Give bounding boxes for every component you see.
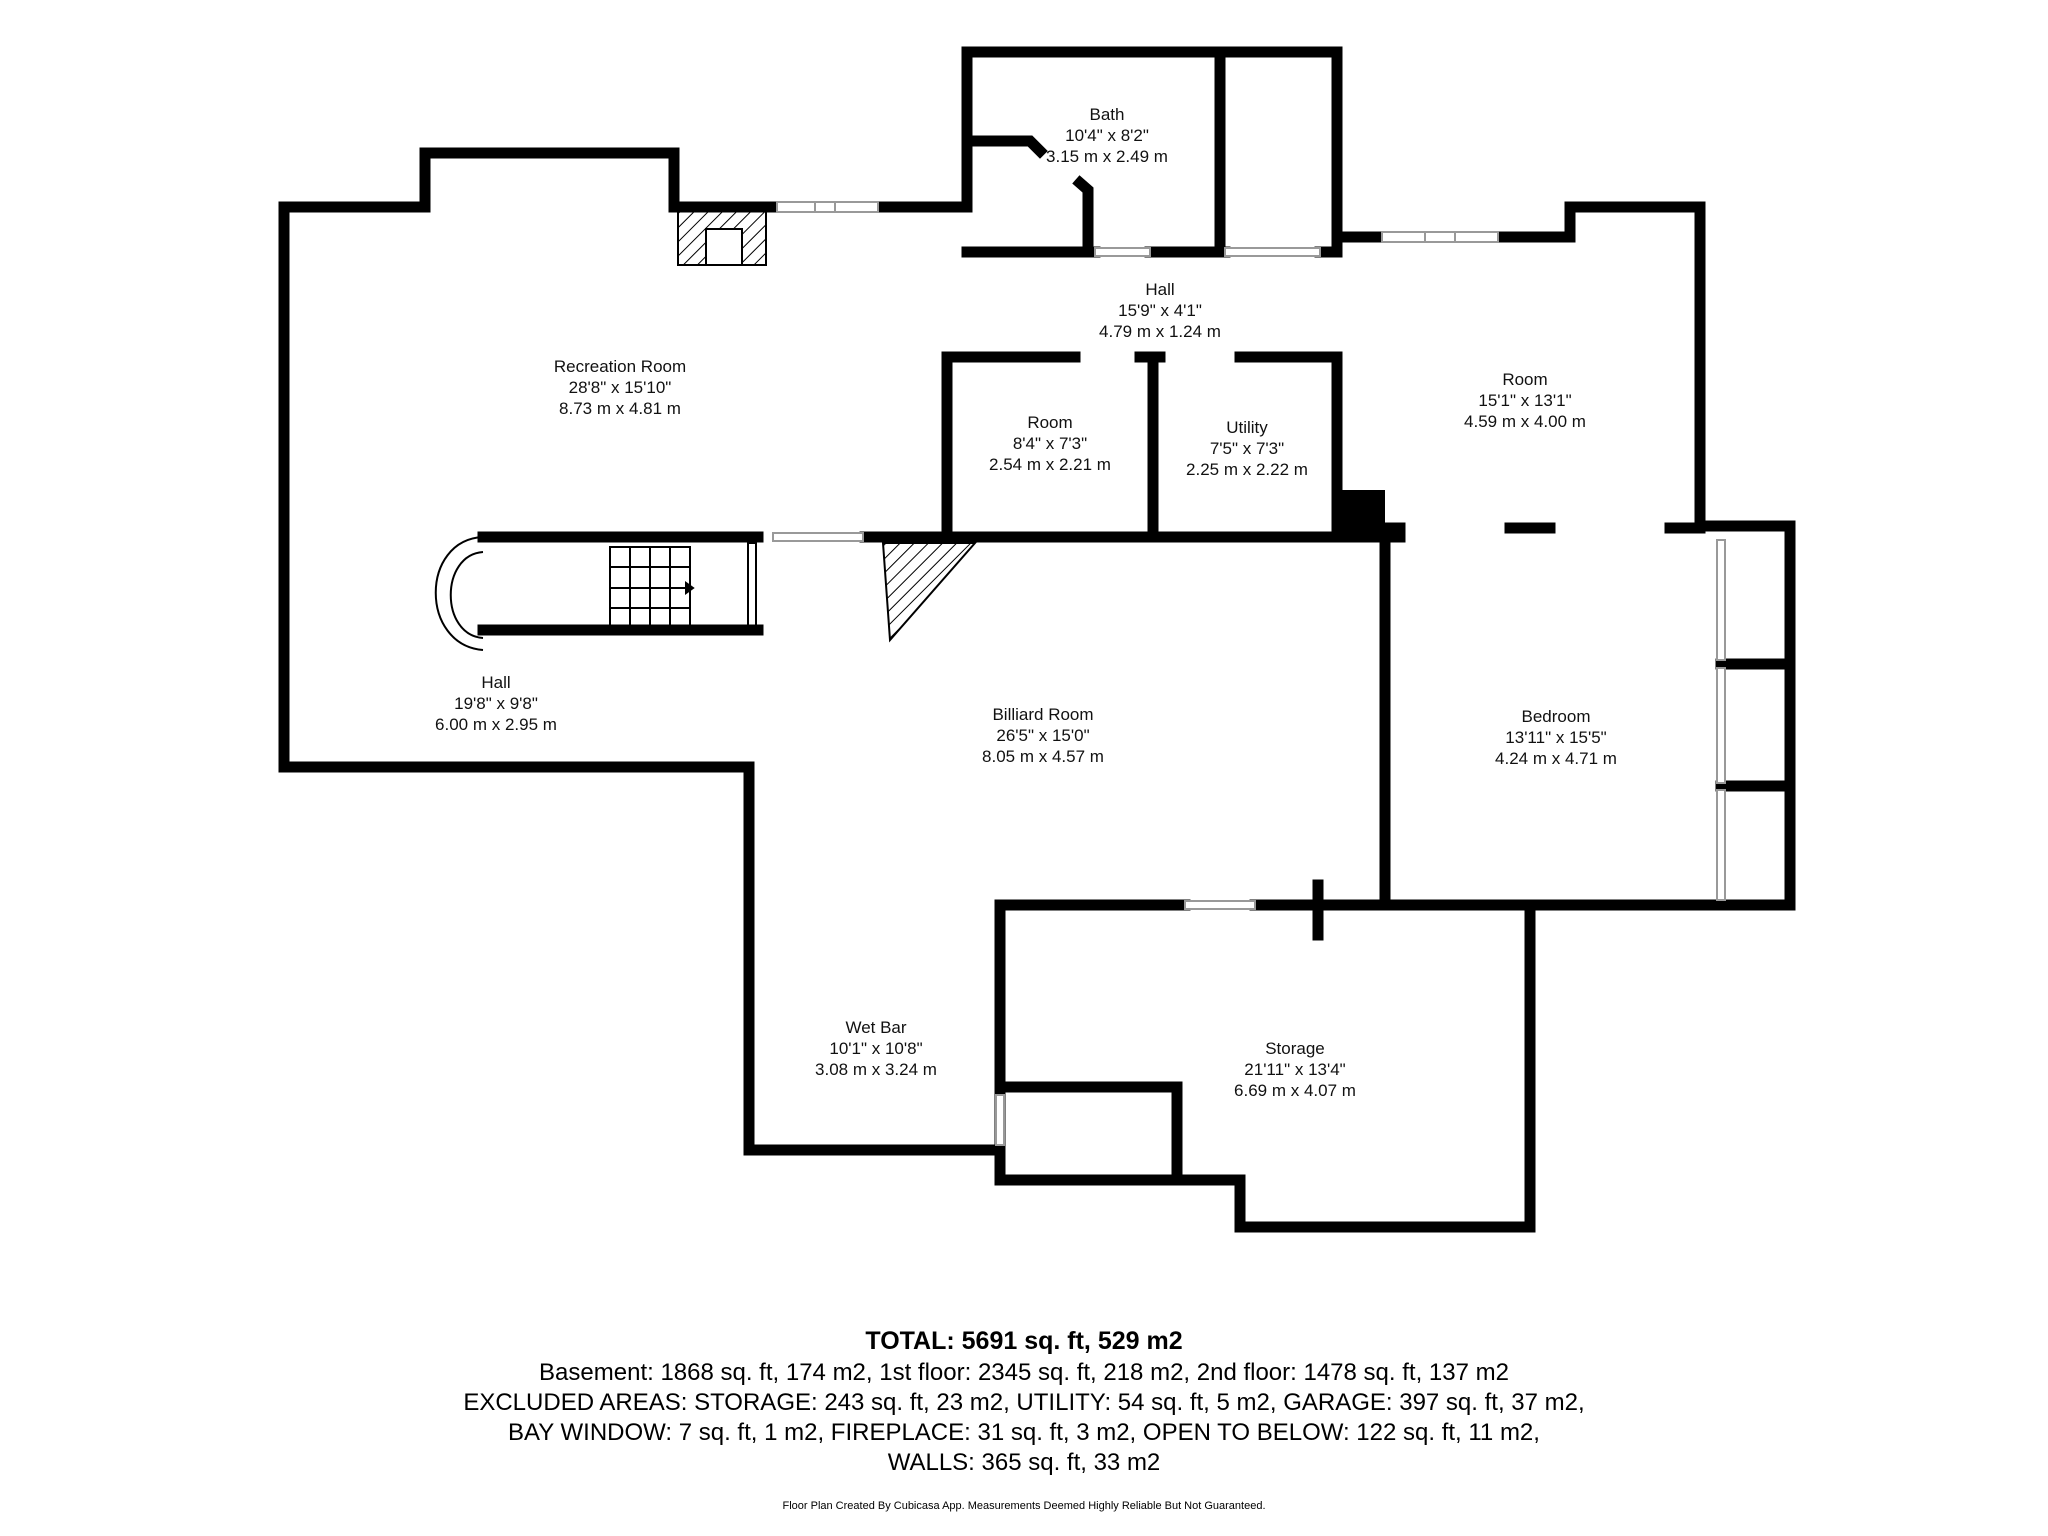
bedroom-metric: 4.24 m x 4.71 m xyxy=(1495,749,1617,768)
column xyxy=(1340,490,1385,540)
excluded-areas-2: BAY WINDOW: 7 sq. ft, 1 m2, FIREPLACE: 3… xyxy=(508,1419,1540,1446)
room-small-metric: 2.54 m x 2.21 m xyxy=(989,455,1111,474)
storage-name: Storage xyxy=(1265,1039,1325,1058)
recreation-room-imperial: 28'8" x 15'10" xyxy=(569,378,672,397)
wet-bar-name: Wet Bar xyxy=(845,1018,906,1037)
hall-left-metric: 6.00 m x 2.95 m xyxy=(435,715,557,734)
utility-imperial: 7'5" x 7'3" xyxy=(1210,439,1284,458)
fireplace xyxy=(677,210,767,266)
bedroom-name: Bedroom xyxy=(1522,707,1591,726)
bath-imperial: 10'4" x 8'2" xyxy=(1065,126,1149,145)
room-labels: Recreation Room 28'8" x 15'10" 8.73 m x 4.… xyxy=(435,105,1617,1100)
storage-metric: 6.69 m x 4.07 m xyxy=(1234,1081,1356,1100)
hall-left-imperial: 19'8" x 9'8" xyxy=(454,694,538,713)
utility-name: Utility xyxy=(1226,418,1268,437)
bath-metric: 3.15 m x 2.49 m xyxy=(1046,147,1168,166)
recreation-room-name: Recreation Room xyxy=(554,357,686,376)
recreation-room-metric: 8.73 m x 4.81 m xyxy=(559,399,681,418)
room-right-name: Room xyxy=(1502,370,1547,389)
walls-area: WALLS: 365 sq. ft, 33 m2 xyxy=(887,1449,1161,1476)
excluded-areas-1: EXCLUDED AREAS: STORAGE: 243 sq. ft, 23 … xyxy=(463,1389,1585,1416)
billiard-room-imperial: 26'5" x 15'0" xyxy=(996,726,1089,745)
floor-areas: Basement: 1868 sq. ft, 174 m2, 1st floor… xyxy=(539,1359,1509,1386)
storage-imperial: 21'11" x 13'4" xyxy=(1244,1060,1345,1079)
wet-bar-imperial: 10'1" x 10'8" xyxy=(829,1039,922,1058)
hall-upper-name: Hall xyxy=(1145,280,1174,299)
room-small-imperial: 8'4" x 7'3" xyxy=(1013,434,1087,453)
credit-note: Floor Plan Created By Cubicasa App. Meas… xyxy=(782,1500,1266,1512)
windows xyxy=(772,201,1726,1146)
room-small-name: Room xyxy=(1027,413,1072,432)
bath-name: Bath xyxy=(1090,105,1125,124)
utility-metric: 2.25 m x 2.22 m xyxy=(1186,460,1308,479)
hall-upper-imperial: 15'9" x 4'1" xyxy=(1118,301,1202,320)
room-right-metric: 4.59 m x 4.00 m xyxy=(1464,412,1586,431)
room-right-imperial: 15'1" x 13'1" xyxy=(1478,391,1571,410)
bedroom-imperial: 13'11" x 15'5" xyxy=(1505,728,1606,747)
hall-upper-metric: 4.79 m x 1.24 m xyxy=(1099,322,1221,341)
stairs xyxy=(434,536,757,651)
wet-bar-metric: 3.08 m x 3.24 m xyxy=(815,1060,937,1079)
billiard-room-name: Billiard Room xyxy=(992,705,1093,724)
hall-left-name: Hall xyxy=(481,673,510,692)
billiard-room-metric: 8.05 m x 4.57 m xyxy=(982,747,1104,766)
walls xyxy=(278,46,1796,1233)
total-area: TOTAL: 5691 sq. ft, 529 m2 xyxy=(865,1327,1183,1355)
fireplace-corner xyxy=(881,542,978,643)
